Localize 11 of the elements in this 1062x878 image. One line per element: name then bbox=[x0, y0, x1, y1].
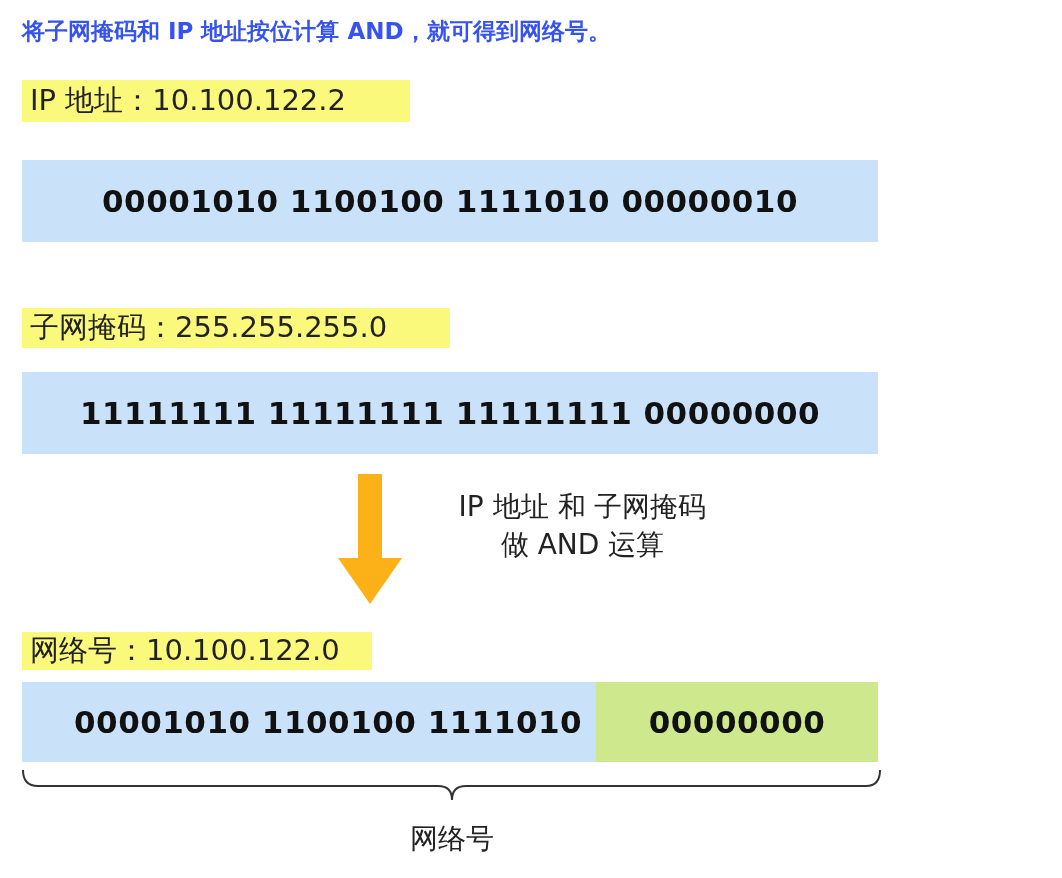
mask-label: 子网掩码：255.255.255.0 bbox=[22, 308, 450, 348]
binary-band: 00001010 1100100 1111010 00000010 bbox=[22, 160, 878, 242]
edge-label: IP 地址 和 子网掩码做 AND 运算 bbox=[457, 489, 708, 563]
brace-label: 网络号 bbox=[410, 821, 494, 857]
heading: 将子网掩码和 IP 地址按位计算 AND，就可得到网络号。 bbox=[22, 17, 611, 46]
arrow bbox=[338, 474, 402, 604]
binary-band: 00000000 bbox=[596, 682, 878, 762]
binary-band: 11111111 11111111 11111111 00000000 bbox=[22, 372, 878, 454]
address-label: IP 地址：10.100.122.2 bbox=[22, 80, 410, 122]
binary-band: 00001010 1100100 1111010 bbox=[22, 682, 596, 762]
network-label: 网络号：10.100.122.0 bbox=[22, 632, 372, 670]
